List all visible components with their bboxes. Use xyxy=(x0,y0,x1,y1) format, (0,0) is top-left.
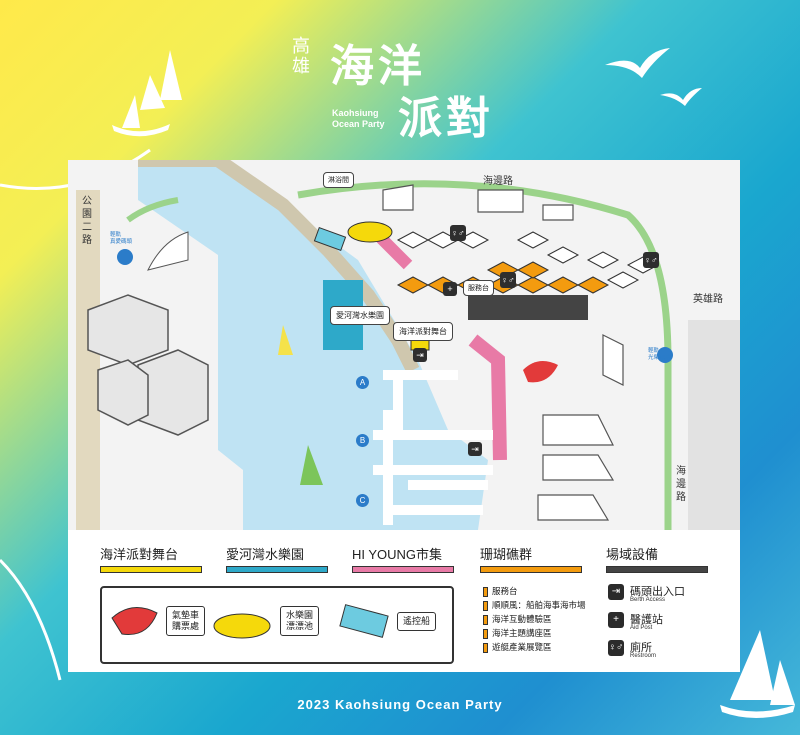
legend-bar-stage xyxy=(100,566,202,573)
coral-item: 順順風：船舶海事海市場 xyxy=(483,600,586,614)
green-path xyxy=(297,180,672,530)
event-logo: 高雄 海洋 派對 Kaohsiung Ocean Party xyxy=(290,30,530,143)
coral-item: 海洋互動體驗區 xyxy=(483,614,586,628)
legend-market: HI YOUNG市集 xyxy=(352,547,443,562)
facility-cn: 醫護站 xyxy=(630,614,663,626)
facility-en: Aid Post xyxy=(630,625,653,631)
sailboat-icon xyxy=(112,50,182,137)
logo-english-1: Kaohsiung xyxy=(332,108,379,118)
shark-icon xyxy=(523,361,558,383)
market-path xyxy=(468,334,507,461)
facility-cn: 碼頭出入口 xyxy=(630,586,685,598)
sailboat-icon xyxy=(278,325,293,355)
restroom-icon: ♀♂ xyxy=(450,225,466,241)
lrt-label-left: 輕軌 真愛碼頭 xyxy=(110,232,133,245)
road-label-right: 英雄路 xyxy=(693,294,723,305)
restroom-icon: ♀♂ xyxy=(643,252,659,268)
legend-attractions-box: 氣墊車 購票處 水樂園 漂漂池 遙控船 xyxy=(100,586,454,664)
lrt-station-icon xyxy=(657,347,673,363)
restroom-icon: ♀♂ xyxy=(608,640,624,656)
map-graphics xyxy=(76,160,740,530)
legend-bar-facilities xyxy=(606,566,708,573)
facility-en: Berth Access xyxy=(630,597,666,603)
sailboat-icon xyxy=(300,445,323,485)
footer-text: 2023 Kaohsiung Ocean Party xyxy=(297,697,503,712)
facility-en: Restroom xyxy=(630,653,657,659)
berth-access-icon: ⇥ xyxy=(468,442,482,456)
wave-line xyxy=(0,558,62,681)
berth-access-icon: ⇥ xyxy=(608,584,624,600)
first-aid-icon: + xyxy=(443,282,457,296)
sailboat-icon xyxy=(720,630,795,718)
shower-callout: 淋浴間 xyxy=(323,172,354,188)
logo-english-2: Ocean Party xyxy=(332,119,385,129)
berth-a-marker: A xyxy=(356,376,369,389)
shark-icon xyxy=(111,607,158,636)
logo-title-line2: 派對 xyxy=(398,94,494,143)
berth-c-marker: C xyxy=(356,494,369,507)
logo-city: 高雄 xyxy=(290,36,310,76)
piers xyxy=(373,370,493,525)
legend-bar-water-park xyxy=(226,566,328,573)
coral-item: 海洋主題講座區 xyxy=(483,628,586,642)
legend-stage: 海洋派對舞台 xyxy=(100,547,179,562)
legend-bar-coral xyxy=(480,566,582,573)
right-block xyxy=(688,320,740,530)
coral-base xyxy=(468,295,588,320)
lrt-label-right: 輕軌 光榮碼頭 xyxy=(648,348,671,361)
legend-coral: 珊瑚礁群 xyxy=(480,547,533,562)
seagull-icon xyxy=(605,48,702,106)
first-aid-icon: + xyxy=(608,612,624,628)
left-road xyxy=(76,190,100,530)
unicorn-float-icon xyxy=(213,613,271,639)
green-path xyxy=(126,197,179,223)
legend-facilities: 場域設備 xyxy=(606,547,659,562)
coral-list: 服務台 順順風：船舶海事海市場 海洋互動體驗區 海洋主題講座區 遊艇產業展覽區 xyxy=(483,586,586,656)
venue-map: 海邊路 公園二路 英雄路 海邊路 輕軌 真愛碼頭 輕軌 光榮碼頭 愛河灣水樂園 … xyxy=(68,160,740,530)
road-label-left: 公園二路 xyxy=(82,196,92,246)
berth-access-icon: ⇥ xyxy=(413,348,427,362)
restroom-icon: ♀♂ xyxy=(500,272,516,288)
map-legend: 海洋派對舞台 愛河灣水樂園 HI YOUNG市集 珊瑚礁群 場域設備 氣墊車 購… xyxy=(68,530,740,672)
hex-building xyxy=(87,294,209,436)
legend-attraction-icons xyxy=(111,604,389,639)
stage-callout: 海洋派對舞台 xyxy=(393,322,453,341)
warehouse-buildings xyxy=(382,184,624,521)
lrt-station-icon xyxy=(117,249,133,265)
service-desk-callout: 服務台 xyxy=(463,280,494,296)
legend-unicorn-caption: 水樂園 漂漂池 xyxy=(280,606,320,636)
legend-bar-market xyxy=(352,566,454,573)
facility-cn: 廁所 xyxy=(630,642,652,654)
road-label-top: 海邊路 xyxy=(483,176,513,187)
unicorn-float-icon xyxy=(347,221,393,243)
coral-item: 遊艇產業展覽區 xyxy=(483,642,586,656)
water-park-callout: 愛河灣水樂園 xyxy=(330,306,390,325)
logo-title-line1: 海洋 xyxy=(330,42,426,91)
legend-shark-caption: 氣墊車 購票處 xyxy=(166,606,206,636)
legend-water-park: 愛河灣水樂園 xyxy=(226,547,305,562)
logo-english: Kaohsiung Ocean Party xyxy=(332,108,385,130)
road-label-bottom-right: 海邊路 xyxy=(676,466,686,503)
arch-building xyxy=(147,231,189,271)
legend-boat-caption: 遙控船 xyxy=(397,612,437,631)
coral-item: 服務台 xyxy=(483,586,586,600)
rc-boat-pool-icon xyxy=(339,604,389,638)
rc-boat-pool-icon xyxy=(313,226,347,252)
berth-b-marker: B xyxy=(356,434,369,447)
